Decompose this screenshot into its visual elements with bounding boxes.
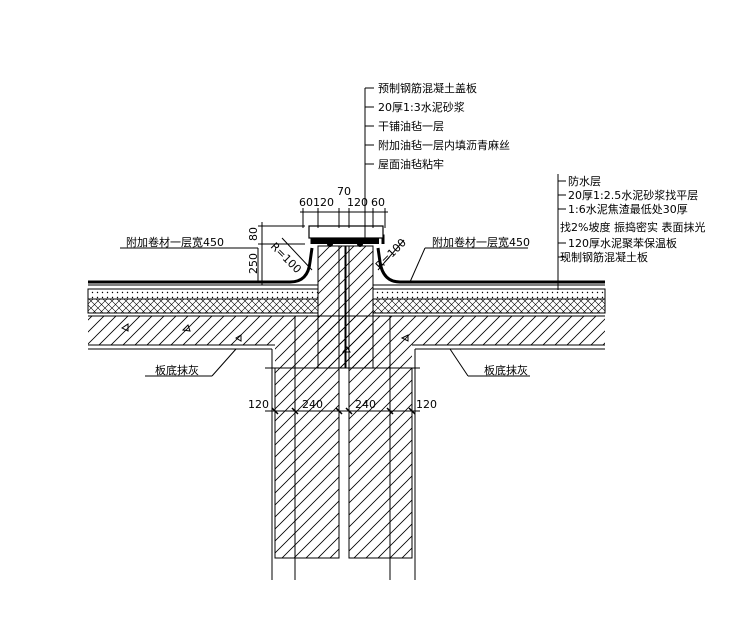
dim-bottom-120-left: 120 xyxy=(248,398,269,411)
dim-v-80: 80 xyxy=(247,227,260,241)
dim-top-120-left: 120 xyxy=(313,196,334,209)
ceiling-right-label: 板底抹灰 xyxy=(484,363,528,377)
radius-left-label: R=100 xyxy=(268,240,304,276)
dimension-text: 60 120 70 120 60 80 250 120 240 240 120 xyxy=(247,185,437,411)
wall-below xyxy=(265,246,420,580)
parapet-upstands xyxy=(317,245,374,369)
dimension-lines xyxy=(258,208,420,417)
notes-right: 防水层 20厚1:2.5水泥砂浆找平层 1:6水泥焦渣最低处30厚 找2%坡度 … xyxy=(560,174,705,264)
note-right-3: 1:6水泥焦渣最低处30厚 xyxy=(568,202,688,216)
dim-v-250: 250 xyxy=(247,253,260,274)
note-right-1: 防水层 xyxy=(568,174,601,188)
dim-top-70: 70 xyxy=(337,185,351,198)
note-top-5: 屋面油毡粘牢 xyxy=(378,157,444,171)
note-top-3: 干铺油毡一层 xyxy=(378,119,444,133)
note-right-6: 现制钢筋混凝土板 xyxy=(560,250,648,264)
note-right-2: 20厚1:2.5水泥砂浆找平层 xyxy=(568,188,698,202)
extra-layer-left-label: 附加卷材一层宽450 xyxy=(126,235,224,249)
insulation-layer xyxy=(87,298,606,314)
note-top-1: 预制钢筋混凝土盖板 xyxy=(378,81,477,95)
note-top-2: 20厚1:3水泥砂浆 xyxy=(378,100,465,114)
dim-top-60-right: 60 xyxy=(371,196,385,209)
dim-top-120-right: 120 xyxy=(347,196,368,209)
cover-slab xyxy=(308,225,384,247)
dim-top-60-left: 60 xyxy=(299,196,313,209)
dim-bottom-240-left: 240 xyxy=(302,398,323,411)
note-top-4: 附加油毡一层内填沥青麻丝 xyxy=(378,138,510,152)
ceiling-left-label: 板底抹灰 xyxy=(155,363,199,377)
dim-bottom-240-right: 240 xyxy=(355,398,376,411)
note-leaders xyxy=(120,87,566,377)
note-right-5: 120厚水泥聚苯保温板 xyxy=(568,236,677,250)
dim-bottom-120-right: 120 xyxy=(416,398,437,411)
notes-top: 预制钢筋混凝土盖板 20厚1:3水泥砂浆 干铺油毡一层 附加油毡一层内填沥青麻丝… xyxy=(378,81,510,171)
extra-layer-right-label: 附加卷材一层宽450 xyxy=(432,235,530,249)
note-right-4: 找2%坡度 振捣密实 表面抹光 xyxy=(560,220,705,234)
